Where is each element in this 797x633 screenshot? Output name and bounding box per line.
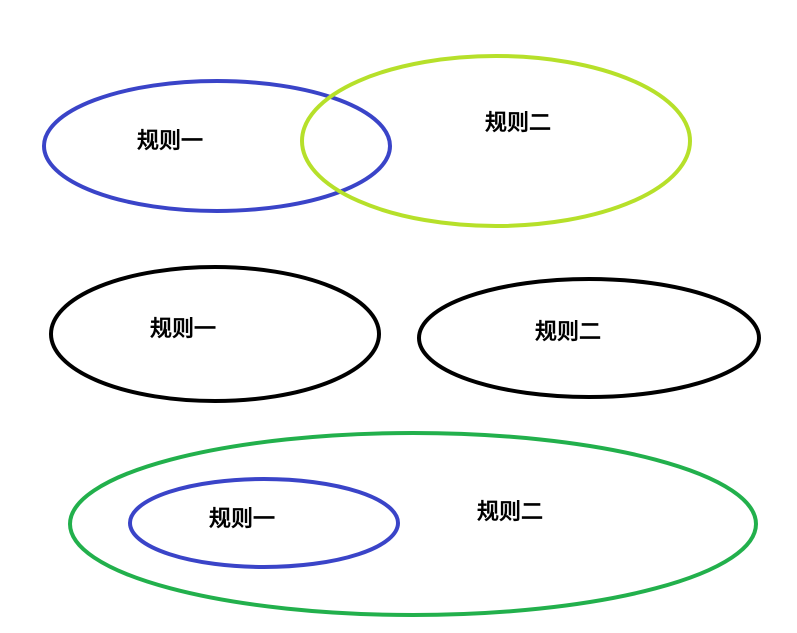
rule-two-ellipse-overlap — [300, 54, 692, 228]
rule-two-label-overlap: 规则二 — [485, 111, 551, 136]
rule-one-label-overlap: 规则一 — [137, 129, 203, 154]
overlap-diagram: 规则一 规则二 — [42, 54, 692, 228]
rule-two-ellipse-nested — [68, 431, 758, 617]
rule-one-ellipse-overlap — [42, 79, 392, 213]
disjoint-diagram: 规则一 规则二 — [49, 265, 761, 403]
rule-one-label-disjoint: 规则一 — [150, 317, 216, 342]
rule-two-label-nested: 规则二 — [477, 500, 543, 525]
rule-two-ellipse-disjoint — [417, 277, 761, 399]
nested-diagram: 规则一 规则二 — [68, 431, 758, 617]
rule-one-ellipse-disjoint — [49, 265, 381, 403]
rule-one-ellipse-nested — [128, 477, 400, 569]
rule-two-label-disjoint: 规则二 — [535, 320, 601, 345]
rule-one-label-nested: 规则一 — [209, 507, 275, 532]
